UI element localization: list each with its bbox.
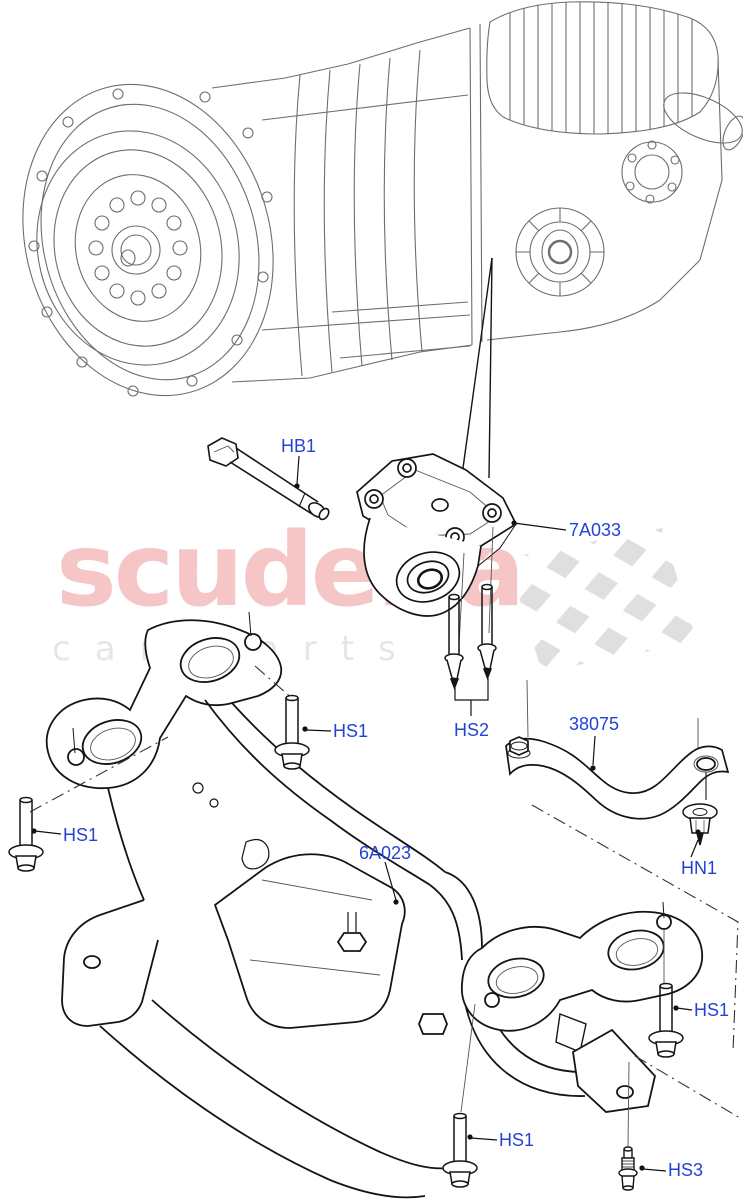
part-label-7a033: 7A033: [569, 520, 622, 540]
flexplate: [36, 130, 240, 366]
checkered-flag-watermark: [507, 528, 697, 672]
part-label-38075: 38075: [569, 714, 620, 734]
mount-position-leader-lines: [462, 257, 493, 479]
part-label-hs3: HS3: [668, 1160, 704, 1180]
part-label-hs2: HS2: [454, 720, 490, 740]
gearbox-case: [211, 23, 483, 383]
studs-hs2: [444, 526, 497, 716]
crossmember-6a023: [45, 611, 703, 1199]
nut-hn1: [682, 803, 718, 846]
transmission-mount-7a033: [356, 453, 518, 617]
alignment-dash-lines: [29, 665, 741, 1119]
part-label-hn1: HN1: [681, 858, 718, 878]
callout-leaders: [31, 455, 701, 1172]
transfer-case: [486, 1, 743, 341]
part-label-hs1-bottom: HS1: [499, 1130, 535, 1150]
bolts-hs1: [8, 694, 684, 1188]
bracket-38075: [505, 679, 730, 820]
transmission-assembly: [22, 1, 743, 397]
part-label-hs1-upper: HS1: [333, 721, 369, 741]
part-label-6a023: 6A023: [359, 843, 412, 863]
part-label-hb1: HB1: [281, 436, 317, 456]
bell-housing: [22, 83, 274, 397]
part-label-hs1-right: HS1: [694, 1000, 730, 1020]
bolt-hb1: [207, 437, 330, 521]
part-label-hs1-left: HS1: [63, 825, 99, 845]
bolt-hs3: [618, 1061, 638, 1191]
